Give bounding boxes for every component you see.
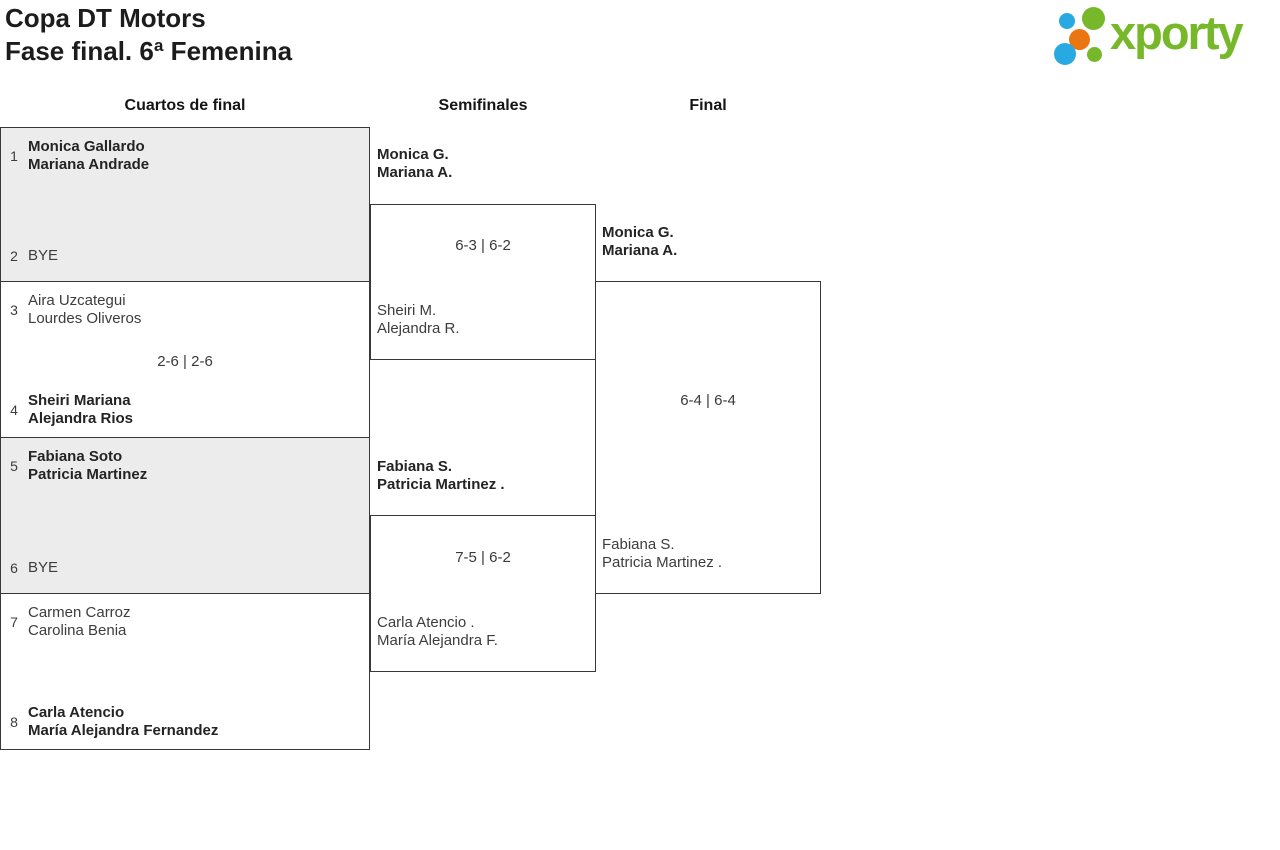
participant-name: BYE bbox=[28, 247, 59, 264]
qf2-bottom-participant: 4 Sheiri Mariana Alejandra Rios bbox=[1, 392, 369, 428]
participant-name: María Alejandra F. bbox=[377, 632, 498, 649]
final-score: 6-4 | 6-4 bbox=[680, 392, 736, 409]
qf1-bottom-participant: 2 BYE bbox=[1, 247, 369, 265]
tournament-name: Copa DT Motors bbox=[5, 3, 206, 33]
seed-number: 2 bbox=[10, 248, 18, 264]
sf2-top-participant: Fabiana S. Patricia Martinez . bbox=[377, 458, 505, 494]
round-header-quarterfinals: Cuartos de final bbox=[124, 97, 246, 114]
sf1-score: 6-3 | 6-2 bbox=[455, 237, 511, 254]
participant-name: Lourdes Oliveros bbox=[28, 310, 142, 327]
participant-name: BYE bbox=[28, 559, 59, 576]
qf1-top-participant: 1 Monica Gallardo Mariana Andrade bbox=[1, 138, 369, 174]
logo-dot-green-large bbox=[1082, 7, 1105, 30]
participant-name: Monica G. bbox=[602, 224, 674, 241]
participant-name: Carolina Benia bbox=[28, 622, 127, 639]
participant-name: Monica G. bbox=[377, 146, 449, 163]
qf3-top-participant: 5 Fabiana Soto Patricia Martinez bbox=[1, 448, 369, 484]
qf3-bottom-participant: 6 BYE bbox=[1, 559, 369, 577]
participant-name: María Alejandra Fernandez bbox=[28, 722, 219, 739]
qf-match4-box: 7 Carmen Carroz Carolina Benia 8 Carla A… bbox=[0, 593, 370, 750]
logo-dot-blue-small bbox=[1059, 13, 1075, 29]
seed-number: 7 bbox=[10, 614, 18, 630]
seed-number: 6 bbox=[10, 560, 18, 576]
round-header-final: Final bbox=[689, 97, 727, 114]
participant-name: Mariana A. bbox=[602, 242, 678, 259]
participant-name: Carla Atencio bbox=[28, 704, 125, 721]
seed-number: 5 bbox=[10, 458, 18, 474]
qf4-bottom-participant: 8 Carla Atencio María Alejandra Fernande… bbox=[1, 704, 369, 740]
participant-name: Fabiana S. bbox=[602, 536, 675, 553]
logo-wordmark[interactable]: xporty bbox=[1110, 6, 1244, 59]
phase-category: Fase final. 6ª Femenina bbox=[5, 36, 293, 66]
page-title: Copa DT Motors Fase final. 6ª Femenina bbox=[5, 2, 292, 68]
seed-number: 3 bbox=[10, 302, 18, 318]
participant-name: Patricia Martinez bbox=[28, 466, 148, 483]
xporty-logo[interactable] bbox=[1050, 0, 1278, 72]
participant-name: Sheiri Mariana bbox=[28, 392, 131, 409]
final-match-box bbox=[595, 281, 821, 594]
final-top-participant: Monica G. Mariana A. bbox=[602, 224, 677, 260]
qf-match3-box: 5 Fabiana Soto Patricia Martinez 6 BYE bbox=[0, 437, 370, 594]
sf1-top-participant: Monica G. Mariana A. bbox=[377, 146, 452, 182]
final-bottom-participant: Fabiana S. Patricia Martinez . bbox=[602, 536, 722, 572]
participant-name: Patricia Martinez . bbox=[602, 554, 723, 571]
participant-name: Carmen Carroz bbox=[28, 604, 131, 621]
participant-name: Aira Uzcategui bbox=[28, 292, 126, 309]
participant-name: Mariana Andrade bbox=[28, 156, 150, 173]
sf2-bottom-participant: Carla Atencio . María Alejandra F. bbox=[377, 614, 498, 650]
participant-name: Sheiri M. bbox=[377, 302, 437, 319]
participant-name: Mariana A. bbox=[377, 164, 453, 181]
participant-name: Fabiana S. bbox=[377, 458, 453, 475]
sf2-score: 7-5 | 6-2 bbox=[455, 549, 511, 566]
participant-name: Fabiana Soto bbox=[28, 448, 123, 465]
qf4-top-participant: 7 Carmen Carroz Carolina Benia bbox=[1, 604, 369, 640]
qf2-score: 2-6 | 2-6 bbox=[157, 353, 213, 370]
qf-match2-box: 3 Aira Uzcategui Lourdes Oliveros 4 Shei… bbox=[0, 281, 370, 438]
sf1-bottom-participant: Sheiri M. Alejandra R. bbox=[377, 302, 460, 338]
round-header-semifinals: Semifinales bbox=[438, 97, 528, 114]
logo-dot-green-small bbox=[1087, 47, 1102, 62]
seed-number: 1 bbox=[10, 148, 18, 164]
sf-match2-box bbox=[370, 515, 596, 672]
seed-number: 8 bbox=[10, 714, 18, 730]
participant-name: Carla Atencio . bbox=[377, 614, 475, 631]
participant-name: Patricia Martinez . bbox=[377, 476, 505, 493]
participant-name: Alejandra Rios bbox=[28, 410, 134, 427]
participant-name: Alejandra R. bbox=[377, 320, 460, 337]
participant-name: Monica Gallardo bbox=[28, 138, 145, 155]
qf-match1-box: 1 Monica Gallardo Mariana Andrade 2 BYE bbox=[0, 127, 370, 282]
sf-match1-box bbox=[370, 204, 596, 360]
qf2-top-participant: 3 Aira Uzcategui Lourdes Oliveros bbox=[1, 292, 369, 328]
logo-dot-blue-large bbox=[1054, 43, 1076, 65]
logo-dot-orange bbox=[1069, 29, 1090, 50]
seed-number: 4 bbox=[10, 402, 18, 418]
